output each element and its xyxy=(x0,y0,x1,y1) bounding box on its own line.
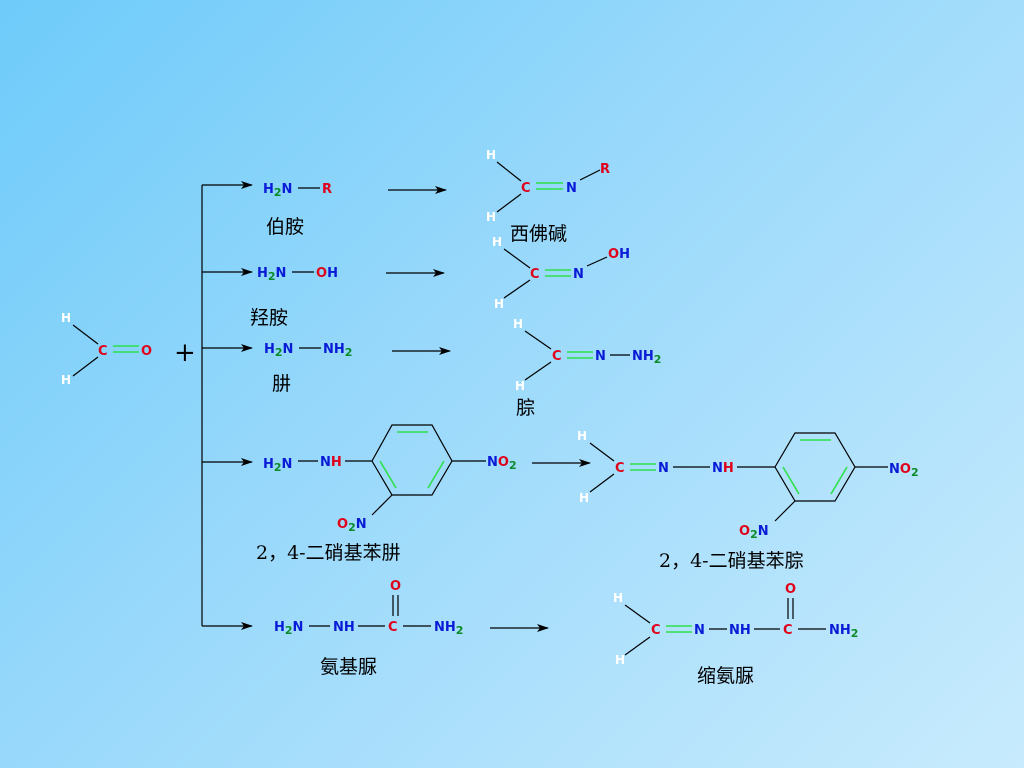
atom-o: O xyxy=(141,344,152,359)
formula-no2: NO2 xyxy=(889,462,919,479)
formula-nh: NH xyxy=(729,623,751,638)
atom-n: N xyxy=(694,623,705,638)
atom-h: H xyxy=(613,591,623,605)
plus-sign: + xyxy=(174,338,196,368)
atom-h: H xyxy=(486,148,496,162)
reagent-primary-amine: H2N R 伯胺 xyxy=(263,182,332,238)
label-hydrazone: 腙 xyxy=(516,397,535,419)
atom-h: H xyxy=(513,317,523,331)
formaldehyde-structure: H H C O xyxy=(61,311,152,387)
atom-r: R xyxy=(600,162,610,177)
atom-h: H xyxy=(61,311,71,325)
product-semicarbazone: H H C N NH C O NH2 缩氨脲 xyxy=(613,582,858,687)
formula-nh2: NH2 xyxy=(632,349,661,366)
product-dnp-hydrazone: H H C N NH NO2 O2N 2，4-二硝基苯腙 xyxy=(577,429,919,572)
formula-nh: NH xyxy=(333,620,355,635)
label-semicarbazide: 氨基脲 xyxy=(320,656,377,678)
benzene-ring xyxy=(371,424,453,496)
atom-o: O xyxy=(390,579,401,594)
atom-r: R xyxy=(322,182,332,197)
atom-o: O xyxy=(785,582,796,597)
atom-h: H xyxy=(515,379,525,393)
label-semicarbazone: 缩氨脲 xyxy=(697,665,754,687)
branch-bracket xyxy=(201,181,253,630)
label-dnph: 2，4-二硝基苯肼 xyxy=(256,542,401,564)
formula-h2n: H2N xyxy=(274,620,303,637)
reagent-hydroxylamine: H2N OH 羟胺 xyxy=(250,266,338,329)
formula-h2n: H2N xyxy=(263,457,292,474)
product-oxime: H H C N OH xyxy=(492,235,630,311)
atom-h: H xyxy=(492,235,502,249)
product-hydrazone: H H C N NH2 腙 xyxy=(513,317,661,419)
formula-nh: NH xyxy=(320,455,342,470)
formula-oh: OH xyxy=(316,266,338,281)
atom-h: H xyxy=(494,297,504,311)
formula-o2n: O2N xyxy=(739,524,769,541)
formula-h2n-r: H2N xyxy=(263,182,292,199)
label-dnp-hydrazone: 2，4-二硝基苯腙 xyxy=(659,550,804,572)
reagent-dnph: H2N NH NO2 O2N 2，4-二硝基苯肼 xyxy=(256,424,517,564)
atom-c: C xyxy=(651,623,661,638)
reagent-semicarbazide: H2N NH C O NH2 氨基脲 xyxy=(274,579,463,678)
formula-o2n: O2N xyxy=(337,517,367,534)
formula-no2: NO2 xyxy=(487,455,517,472)
formula-h2n: H2N xyxy=(264,342,293,359)
atom-h: H xyxy=(486,210,496,224)
product-schiff-base: H H C N R 西佛碱 xyxy=(486,148,610,245)
formula-h2n: H2N xyxy=(257,266,286,283)
atom-h: H xyxy=(577,429,587,443)
atom-c: C xyxy=(783,623,793,638)
benzene-ring xyxy=(774,432,856,502)
label-hydroxylamine: 羟胺 xyxy=(250,307,288,329)
label-primary-amine: 伯胺 xyxy=(266,216,304,238)
atom-n: N xyxy=(658,461,669,476)
atom-c: C xyxy=(615,461,625,476)
atom-n: N xyxy=(573,267,584,282)
atom-n: N xyxy=(595,349,606,364)
atom-c: C xyxy=(530,267,540,282)
atom-c: C xyxy=(98,344,108,359)
reagent-hydrazine: H2N NH2 肼 xyxy=(264,342,352,395)
atom-n: N xyxy=(566,181,577,196)
atom-h: H xyxy=(615,653,625,667)
atom-c: C xyxy=(521,181,531,196)
atom-h: H xyxy=(579,491,589,505)
formula-nh2: NH2 xyxy=(323,342,352,359)
atom-c: C xyxy=(388,620,398,635)
formula-nh2: NH2 xyxy=(434,620,463,637)
atom-c: C xyxy=(552,349,562,364)
formula-nh2: NH2 xyxy=(829,623,858,640)
label-schiff-base: 西佛碱 xyxy=(510,223,567,245)
formula-oh: OH xyxy=(608,247,630,262)
label-hydrazine: 肼 xyxy=(272,373,291,395)
formula-nh: NH xyxy=(712,461,734,476)
atom-h: H xyxy=(61,373,71,387)
